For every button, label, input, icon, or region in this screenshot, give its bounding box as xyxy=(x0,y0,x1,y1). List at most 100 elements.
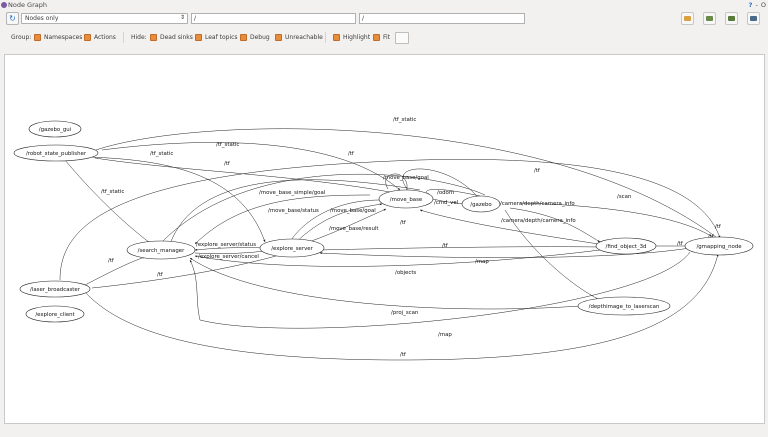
edge-label: /scan xyxy=(617,194,631,200)
save-image-button[interactable] xyxy=(747,12,760,25)
edge xyxy=(84,256,146,286)
title-bar: Node Graph ? - O xyxy=(0,0,768,11)
node-gazebo-gui[interactable]: /gazebo_gui xyxy=(28,120,82,138)
svg-text:/explore_server: /explore_server xyxy=(271,246,313,252)
edge xyxy=(519,202,715,239)
edge xyxy=(194,250,266,254)
edge xyxy=(101,142,401,191)
edge xyxy=(84,253,719,361)
edge-label: /tf_static xyxy=(150,151,173,157)
node-find-object-3d[interactable]: /find_object_3d xyxy=(595,237,657,255)
namespace-filter-input[interactable]: / xyxy=(191,13,356,24)
checkbox-icon xyxy=(195,34,202,41)
image-icon xyxy=(728,16,736,21)
help-icon[interactable]: ? xyxy=(748,1,753,9)
edge-label: /explore_server/cancel xyxy=(198,254,259,260)
node-gmapping-node[interactable]: /gmapping_node xyxy=(684,236,754,256)
checkbox-icon xyxy=(150,34,157,41)
close-icon[interactable]: O xyxy=(760,1,766,9)
node-search-manager[interactable]: /search_manager xyxy=(126,240,196,260)
edge-label: /tf xyxy=(348,151,354,157)
edge-label: /tf xyxy=(677,241,683,247)
refresh-button[interactable]: ↻ xyxy=(6,12,19,25)
edge xyxy=(194,249,601,267)
edge-label: /move_base_simple/goal xyxy=(259,190,325,196)
namespaces-checkbox[interactable]: Namespaces xyxy=(34,34,82,41)
node-explore-server[interactable]: /explore_server xyxy=(259,238,325,258)
edge-label: /tf xyxy=(442,243,448,249)
edge-label: /tf_static xyxy=(393,117,416,123)
edge-label: /move_base/goal xyxy=(330,208,376,214)
edge-label: /move_base/status xyxy=(268,208,319,214)
debug-checkbox[interactable]: Debug xyxy=(240,34,270,41)
topic-filter-input[interactable]: / xyxy=(359,13,525,24)
svg-text:/search_manager: /search_manager xyxy=(138,248,185,254)
unreachable-checkbox[interactable]: Unreachable xyxy=(275,34,323,41)
edge xyxy=(194,194,371,245)
node-gazebo[interactable]: /gazebo xyxy=(461,195,501,213)
svg-text:/laser_broadcaster: /laser_broadcaster xyxy=(30,287,81,293)
dead-sinks-checkbox[interactable]: Dead sinks xyxy=(150,34,193,41)
edge-label: /camera/depth/camera_info xyxy=(501,218,576,224)
edge xyxy=(95,128,721,241)
graph-edges xyxy=(59,128,721,361)
edge xyxy=(319,247,691,258)
folder-icon xyxy=(684,16,692,21)
edge-label: /tf xyxy=(224,161,230,167)
separator xyxy=(123,32,124,43)
node-robot-state-publisher[interactable]: /robot_state_publisher xyxy=(13,144,99,162)
edge xyxy=(509,207,601,243)
refresh-icon: ↻ xyxy=(9,14,16,23)
edge-label: /camera/depth/camera_info xyxy=(500,201,575,207)
edge xyxy=(319,246,601,251)
app-icon xyxy=(1,2,7,8)
title-bar-controls: ? - O xyxy=(748,1,766,9)
graph-mode-select[interactable]: Nodes only ⇕ xyxy=(21,13,188,24)
edge-label: /odom xyxy=(437,190,454,196)
edge xyxy=(64,159,151,244)
edge-label: /tf xyxy=(400,220,406,226)
edge-label: /explore_server/status xyxy=(196,242,256,248)
window-title: Node Graph xyxy=(8,1,47,9)
leaf-topics-checkbox[interactable]: Leaf topics xyxy=(195,34,238,41)
edge xyxy=(159,173,486,245)
edge-label: /tf xyxy=(534,168,540,174)
edge-label: /proj_scan xyxy=(391,310,418,316)
file-actions xyxy=(674,12,760,27)
chevron-updown-icon: ⇕ xyxy=(179,14,185,21)
edge xyxy=(294,203,383,244)
edge-label: /objects xyxy=(395,270,416,276)
edge xyxy=(194,247,266,251)
hide-label: Hide: xyxy=(131,34,147,41)
save-dot-button[interactable] xyxy=(703,12,717,25)
edge xyxy=(89,156,266,243)
node-move-base[interactable]: /move_base xyxy=(378,189,434,209)
minimize-icon[interactable]: - xyxy=(755,1,758,9)
checkbox-icon xyxy=(275,34,282,41)
edge-label: /move_base/result xyxy=(329,226,378,232)
edge-label: /tf xyxy=(108,258,114,264)
edge-label: /tf xyxy=(400,352,406,358)
node-laser-broadcaster[interactable]: /laser_broadcaster xyxy=(19,280,91,298)
load-dot-button[interactable] xyxy=(681,12,695,25)
highlight-checkbox[interactable]: Highlight xyxy=(333,34,370,41)
edge-label: /tf xyxy=(157,272,163,278)
fit-view-button[interactable] xyxy=(395,32,409,44)
node-depthimage-to-laserscan[interactable]: /depthimage_to_laserscan xyxy=(577,296,671,316)
checkbox-icon xyxy=(333,34,340,41)
graph-mode-value: Nodes only xyxy=(25,15,59,22)
edge xyxy=(91,251,291,289)
edge-label: /tf xyxy=(715,224,721,230)
fit-checkbox[interactable]: Fit xyxy=(373,34,390,41)
svg-text:/gazebo_gui: /gazebo_gui xyxy=(39,127,71,133)
edge-label: /tf_static xyxy=(101,189,124,195)
save-svg-button[interactable] xyxy=(725,12,739,25)
svg-text:/gmapping_node: /gmapping_node xyxy=(696,244,742,250)
edge xyxy=(419,209,606,246)
edge-label: /map xyxy=(438,332,452,338)
svg-text:/robot_state_publisher: /robot_state_publisher xyxy=(26,151,87,157)
node-explore-client[interactable]: /explore_client xyxy=(25,305,85,323)
actions-checkbox[interactable]: Actions xyxy=(84,34,116,41)
edge xyxy=(504,209,601,301)
